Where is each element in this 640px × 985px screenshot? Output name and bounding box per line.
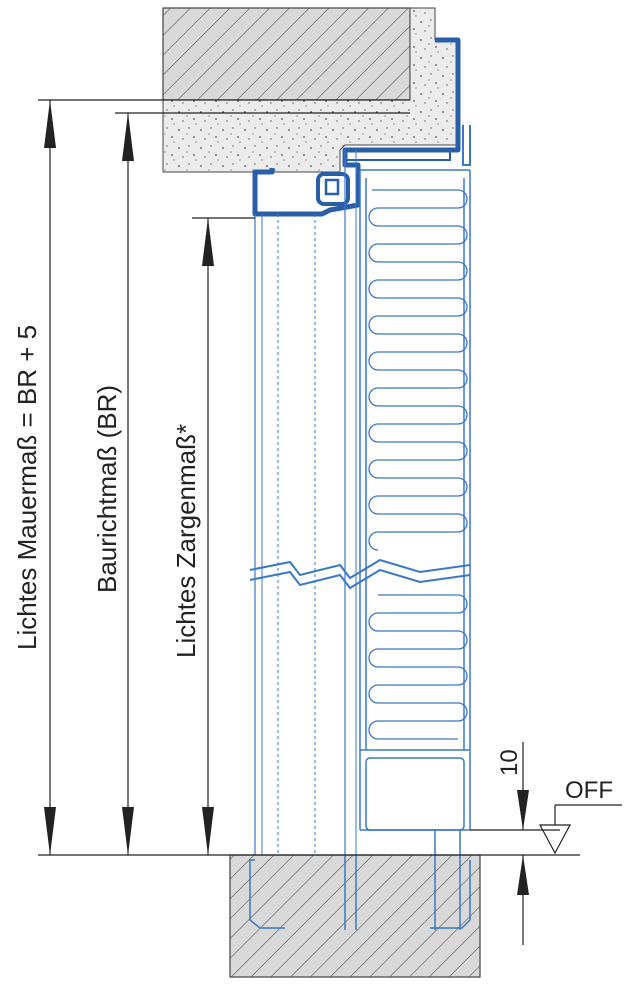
door-leaf-panel bbox=[359, 169, 471, 831]
floor-anchor bbox=[249, 830, 471, 930]
dimension-lines bbox=[38, 99, 580, 945]
top-masonry-wall bbox=[162, 7, 411, 101]
floor-slab bbox=[229, 854, 481, 978]
label-lichtes-zargenmass: Lichtes Zargenmaß* bbox=[171, 424, 201, 658]
floor-level-marker bbox=[538, 804, 622, 855]
dimension-arrows bbox=[44, 100, 529, 895]
frame-jamb-lines bbox=[254, 150, 357, 930]
label-off: OFF bbox=[565, 777, 613, 804]
label-lichtes-mauermass: Lichtes Mauermaß = BR + 5 bbox=[12, 325, 42, 650]
label-offset-value: 10 bbox=[496, 749, 523, 776]
door-bottom-rail bbox=[360, 749, 470, 831]
break-line-2 bbox=[249, 568, 471, 590]
door-core-lower bbox=[368, 594, 468, 740]
steel-frame-profile bbox=[252, 37, 461, 217]
door-leaf-edge bbox=[462, 125, 471, 166]
steel-frame-inner bbox=[345, 150, 451, 161]
label-baurichtmass: Baurichtmaß (BR) bbox=[92, 385, 122, 593]
seal-gasket bbox=[316, 172, 350, 206]
door-core-upper bbox=[368, 189, 468, 551]
break-line bbox=[249, 558, 471, 580]
